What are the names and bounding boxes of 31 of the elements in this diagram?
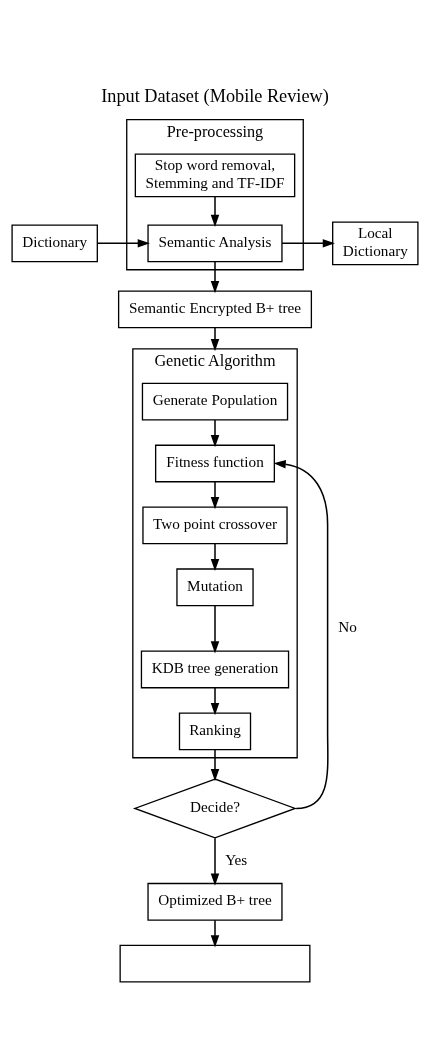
arrow bbox=[210, 326, 220, 351]
node-box: Fitness function bbox=[155, 444, 275, 482]
node-box: Mutation bbox=[176, 567, 254, 606]
edge-label: No bbox=[338, 617, 357, 635]
arrow bbox=[210, 918, 220, 947]
arrow bbox=[210, 260, 220, 293]
node-box: Stop word removal, Stemming and TF-IDF bbox=[134, 152, 296, 197]
arrow bbox=[96, 238, 150, 248]
node-box: Ranking bbox=[178, 711, 252, 750]
diagram-title: Input Dataset (Mobile Review) bbox=[101, 85, 329, 106]
arrow bbox=[210, 837, 220, 886]
arrow bbox=[210, 480, 220, 509]
arrow bbox=[210, 604, 220, 653]
arrow bbox=[281, 238, 335, 248]
node-box: Semantic Encrypted B+ tree bbox=[117, 289, 313, 328]
node-box: KDB tree generation bbox=[140, 650, 290, 688]
arrow bbox=[210, 195, 220, 227]
arrow bbox=[210, 418, 220, 447]
node-box bbox=[119, 944, 311, 983]
arrow bbox=[210, 686, 220, 715]
node-box: Semantic Analysis bbox=[147, 223, 283, 262]
node-diamond: Decide? bbox=[132, 777, 298, 839]
arrow bbox=[210, 542, 220, 571]
node-box: Generate Population bbox=[141, 382, 289, 421]
edge-label: Yes bbox=[225, 850, 248, 868]
node-box: Dictionary bbox=[11, 223, 98, 262]
node-box: Optimized B+ tree bbox=[147, 882, 283, 921]
node-box: Two point crossover bbox=[142, 505, 288, 544]
node-box: Local Dictionary bbox=[332, 220, 419, 265]
arrow bbox=[273, 459, 329, 809]
arrow bbox=[210, 748, 220, 781]
